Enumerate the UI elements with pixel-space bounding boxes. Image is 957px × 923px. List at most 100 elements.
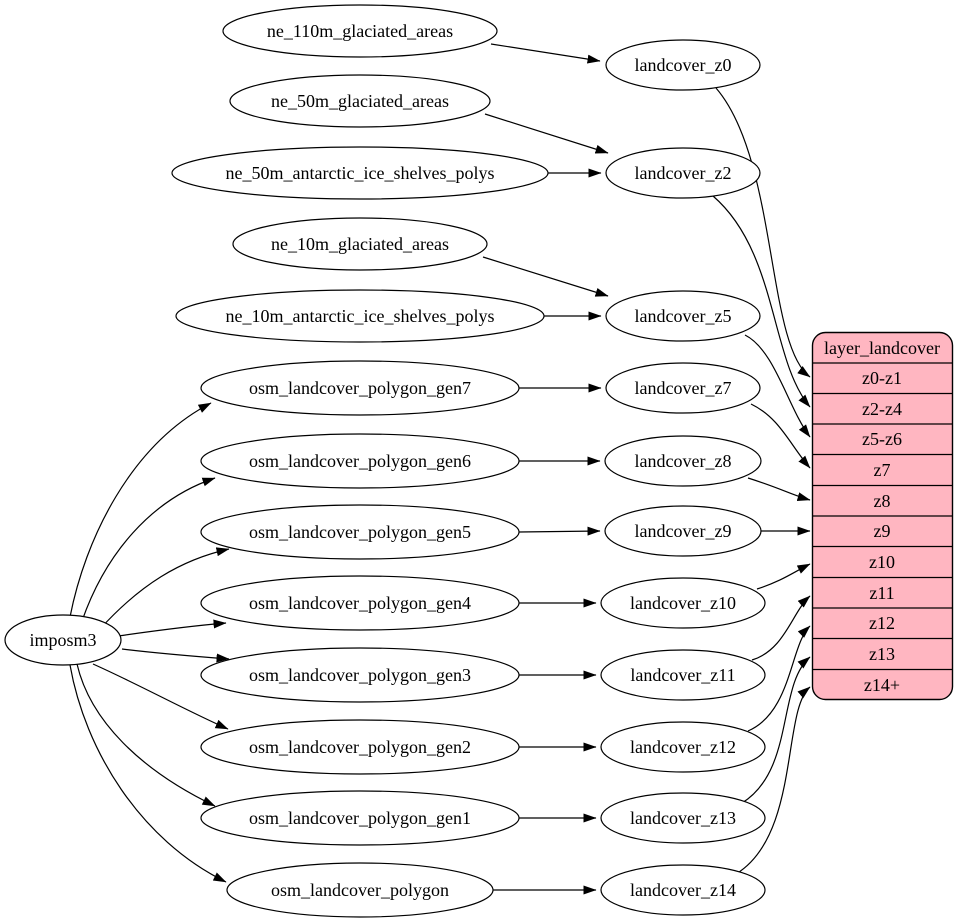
table-row-z11: z11: [869, 583, 894, 603]
node-label: ne_10m_antarctic_ice_shelves_polys: [226, 306, 495, 326]
node-label: imposm3: [29, 630, 96, 650]
node-ellipse: [605, 147, 761, 199]
node-landcover-z8: landcover_z8: [604, 435, 762, 487]
edge-imposm3-to-osm-landcover-polygon: [69, 664, 227, 883]
edge-imposm3-to-osm-landcover-polygon-gen3: [121, 648, 230, 663]
table-row-z10: z10: [869, 552, 895, 572]
node-label: osm_landcover_polygon_gen6: [249, 451, 471, 471]
node-ne-50m-glaciated-areas: ne_50m_glaciated_areas: [229, 74, 491, 128]
edge-imposm3-to-osm-landcover-polygon-gen7: [69, 402, 212, 618]
node-osm-landcover-polygon: osm_landcover_polygon: [226, 862, 494, 918]
node-label: landcover_z8: [635, 451, 732, 471]
node-ellipse: [604, 435, 762, 487]
node-label: osm_landcover_polygon: [271, 880, 449, 900]
node-ellipse: [600, 864, 766, 916]
node-ne-110m-glaciated-areas: ne_110m_glaciated_areas: [222, 4, 498, 58]
edge-ne-110m-glaciated-areas-to-landcover-z0: [490, 43, 601, 64]
node-label: osm_landcover_polygon_gen3: [249, 665, 471, 685]
node-landcover-z2: landcover_z2: [605, 147, 761, 199]
table-row-z9: z9: [874, 521, 891, 541]
table-row-z14plus: z14+: [864, 675, 900, 695]
edge-landcover-z14-to-row-z14plus: [735, 686, 811, 875]
edge-landcover-z10-to-row-z10: [756, 563, 811, 590]
node-landcover-z7: landcover_z7: [605, 362, 761, 414]
edge-landcover-z13-to-row-z13: [741, 656, 811, 804]
node-label: landcover_z5: [635, 306, 732, 326]
node-label: osm_landcover_polygon_gen2: [249, 737, 471, 757]
edge-landcover-z8-to-row-z8: [747, 477, 811, 501]
node-label: ne_10m_glaciated_areas: [271, 234, 449, 254]
node-label: landcover_z10: [630, 593, 736, 613]
node-ellipse: [605, 362, 761, 414]
edge-imposm3-to-osm-landcover-polygon-gen6: [81, 477, 216, 622]
node-label: landcover_z2: [635, 163, 732, 183]
node-ellipse: [232, 217, 488, 271]
node-label: landcover_z12: [630, 737, 736, 757]
node-ellipse: [200, 360, 520, 416]
node-label: landcover_z14: [630, 880, 736, 900]
node-osm-landcover-polygon-gen3: osm_landcover_polygon_gen3: [200, 647, 520, 703]
node-ellipse: [226, 862, 494, 918]
node-ellipse: [222, 4, 498, 58]
edge-osm-landcover-polygon-gen5-to-landcover-z9: [518, 526, 601, 536]
node-ne-10m-antarctic-ice-shelves-polys: ne_10m_antarctic_ice_shelves_polys: [175, 289, 545, 343]
node-ellipse: [600, 792, 766, 844]
node-label: landcover_z9: [635, 521, 732, 541]
node-ellipse: [605, 39, 761, 91]
node-ellipse: [175, 289, 545, 343]
table-title: layer_landcover: [824, 338, 940, 358]
edge-ne-10m-glaciated-areas-to-landcover-z5: [482, 256, 609, 297]
table-row-z13: z13: [869, 644, 895, 664]
table-row-z7: z7: [874, 460, 891, 480]
edge-imposm3-to-osm-landcover-polygon-gen4: [117, 619, 227, 637]
edge-imposm3-to-osm-landcover-polygon-gen5: [99, 547, 230, 630]
table-row-z2-z4: z2-z4: [862, 399, 902, 419]
edge-imposm3-to-osm-landcover-polygon-gen2: [92, 663, 229, 730]
edge-landcover-z2-to-row-z2-z4: [712, 195, 811, 408]
node-ellipse: [604, 505, 762, 557]
node-osm-landcover-polygon-gen5: osm_landcover_polygon_gen5: [200, 504, 520, 560]
node-ellipse: [200, 719, 520, 775]
node-label: ne_50m_antarctic_ice_shelves_polys: [226, 163, 495, 183]
node-ne-10m-glaciated-areas: ne_10m_glaciated_areas: [232, 217, 488, 271]
edge-imposm3-to-osm-landcover-polygon-gen1: [76, 663, 216, 807]
node-ellipse: [4, 614, 122, 666]
node-ellipse: [229, 74, 491, 128]
node-landcover-z9: landcover_z9: [604, 505, 762, 557]
node-osm-landcover-polygon-gen1: osm_landcover_polygon_gen1: [200, 790, 520, 846]
table-row-z12: z12: [869, 613, 895, 633]
node-landcover-z13: landcover_z13: [600, 792, 766, 844]
node-ellipse: [200, 575, 520, 631]
node-landcover-z12: landcover_z12: [600, 721, 766, 773]
node-landcover-z0: landcover_z0: [605, 39, 761, 91]
edge-layer: [69, 43, 811, 895]
node-ellipse: [600, 721, 766, 773]
table-row-z0-z1: z0-z1: [862, 368, 902, 388]
node-osm-landcover-polygon-gen4: osm_landcover_polygon_gen4: [200, 575, 520, 631]
node-landcover-z11: landcover_z11: [600, 649, 766, 701]
node-landcover-z14: landcover_z14: [600, 864, 766, 916]
table-row-z8: z8: [874, 491, 891, 511]
edge-ne-50m-glaciated-areas-to-landcover-z2: [484, 113, 609, 154]
table-layer-landcover: layer_landcover z0-z1 z2-z4 z5-z6 z7 z8 …: [811, 331, 954, 701]
node-label: ne_110m_glaciated_areas: [267, 21, 453, 41]
node-ne-50m-antarctic-ice-shelves-polys: ne_50m_antarctic_ice_shelves_polys: [171, 146, 549, 200]
edge-landcover-z7-to-row-z7: [750, 403, 811, 469]
node-ellipse: [200, 647, 520, 703]
node-osm-landcover-polygon-gen2: osm_landcover_polygon_gen2: [200, 719, 520, 775]
node-ellipse: [200, 504, 520, 560]
node-label: landcover_z0: [635, 55, 732, 75]
node-ellipse: [171, 146, 549, 200]
node-label: landcover_z7: [635, 378, 732, 398]
node-label: osm_landcover_polygon_gen7: [249, 378, 471, 398]
node-ellipse: [200, 790, 520, 846]
node-landcover-z5: landcover_z5: [605, 290, 761, 342]
node-imposm3: imposm3: [4, 614, 122, 666]
edge-landcover-z12-to-row-z12: [747, 625, 811, 732]
table-row-z5-z6: z5-z6: [862, 429, 902, 449]
edge-landcover-z11-to-row-z11: [751, 595, 811, 661]
node-ellipse: [600, 577, 766, 629]
node-landcover-z10: landcover_z10: [600, 577, 766, 629]
node-ellipse: [600, 649, 766, 701]
